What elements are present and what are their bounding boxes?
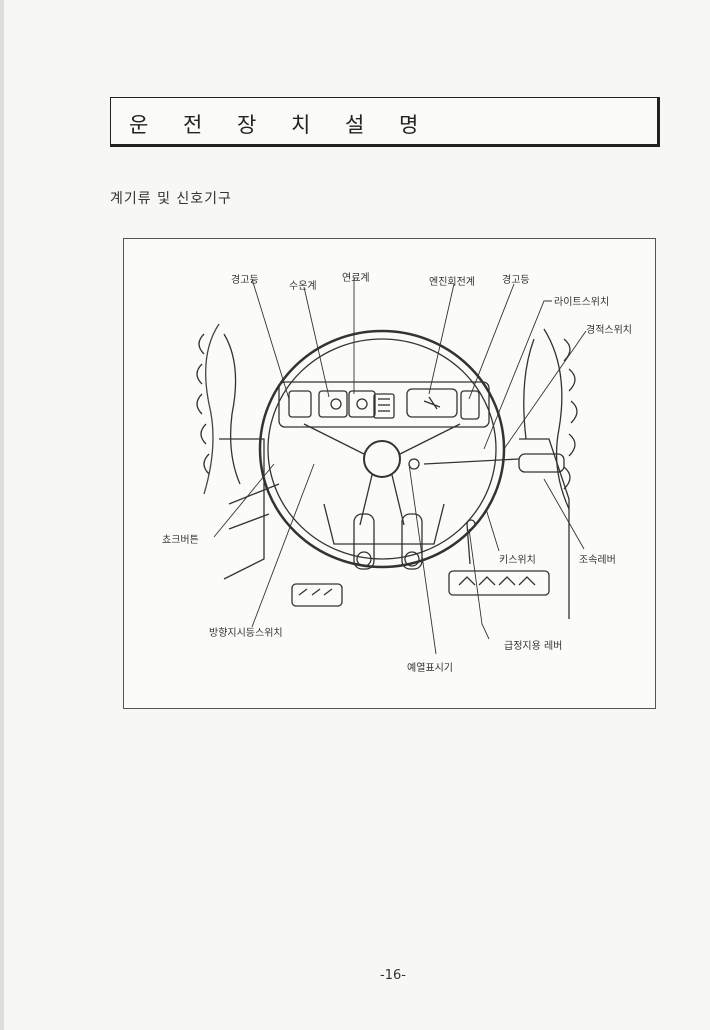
callout-emergency-brake-lever: 급정지용 레버 [504,641,563,652]
page-title: 운 전 장 치 설 명 [129,113,433,137]
callout-choke-button: 쵸크버튼 [162,535,199,546]
scan-edge [0,0,4,1030]
callout-throttle-lever: 조속레버 [579,555,616,566]
callout-turn-signal-switch: 방향지시등스위치 [209,628,283,639]
callout-key-switch: 키스위치 [499,555,536,566]
dashboard-figure: 경고등 수온계 연료계 엔진회전계 경고등 라이트스위치 경적스위치 쵸크버튼 … [123,238,656,709]
callout-water-temp-gauge: 수온계 [289,281,317,292]
callout-light-switch: 라이트스위치 [554,297,610,308]
page-number: -16- [380,968,406,983]
dashboard-illustration [196,278,587,655]
callout-fuel-gauge: 연료계 [342,273,370,284]
page-title-box: 운 전 장 치 설 명 [110,97,660,147]
callout-horn-switch: 경적스위치 [586,325,632,336]
callout-preheat-indicator: 예열표시기 [407,663,453,674]
callout-warning-lamp-left: 경고등 [231,275,259,286]
callout-engine-tachometer: 엔진회전계 [429,277,475,288]
section-title: 계기류 및 신호기구 [110,191,232,207]
callout-warning-lamp-right: 경고등 [502,275,530,286]
